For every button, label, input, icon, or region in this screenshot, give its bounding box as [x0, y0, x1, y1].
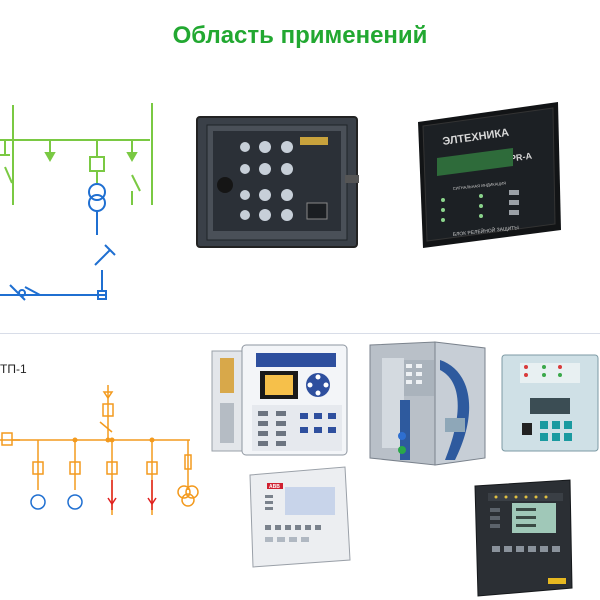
relay-panel-knobs [196, 116, 359, 248]
relay-ipr-a: ЭЛТЕХНИКА IPR-A СИГНАЛЬНАЯ ИНДИКАЦИЯ БЛО… [418, 102, 561, 248]
abb-logo-text: ABB [269, 484, 280, 490]
relay-dark-sepam [474, 479, 573, 597]
page-title: Область применений [172, 22, 428, 49]
device-subtitle: СИГНАЛЬНАЯ ИНДИКАЦИЯ [453, 180, 507, 191]
relay-abb: ABB [249, 466, 351, 568]
substation-diagram-top [0, 103, 153, 301]
substation-diagram-bottom [0, 385, 199, 515]
relay-teal [501, 354, 599, 452]
tp-label: ТП-1 [0, 362, 27, 376]
section-divider [0, 333, 600, 334]
relay-grey-blue [369, 341, 486, 466]
device-model: IPR-A [507, 151, 533, 164]
relay-white-blue-display [211, 344, 348, 456]
